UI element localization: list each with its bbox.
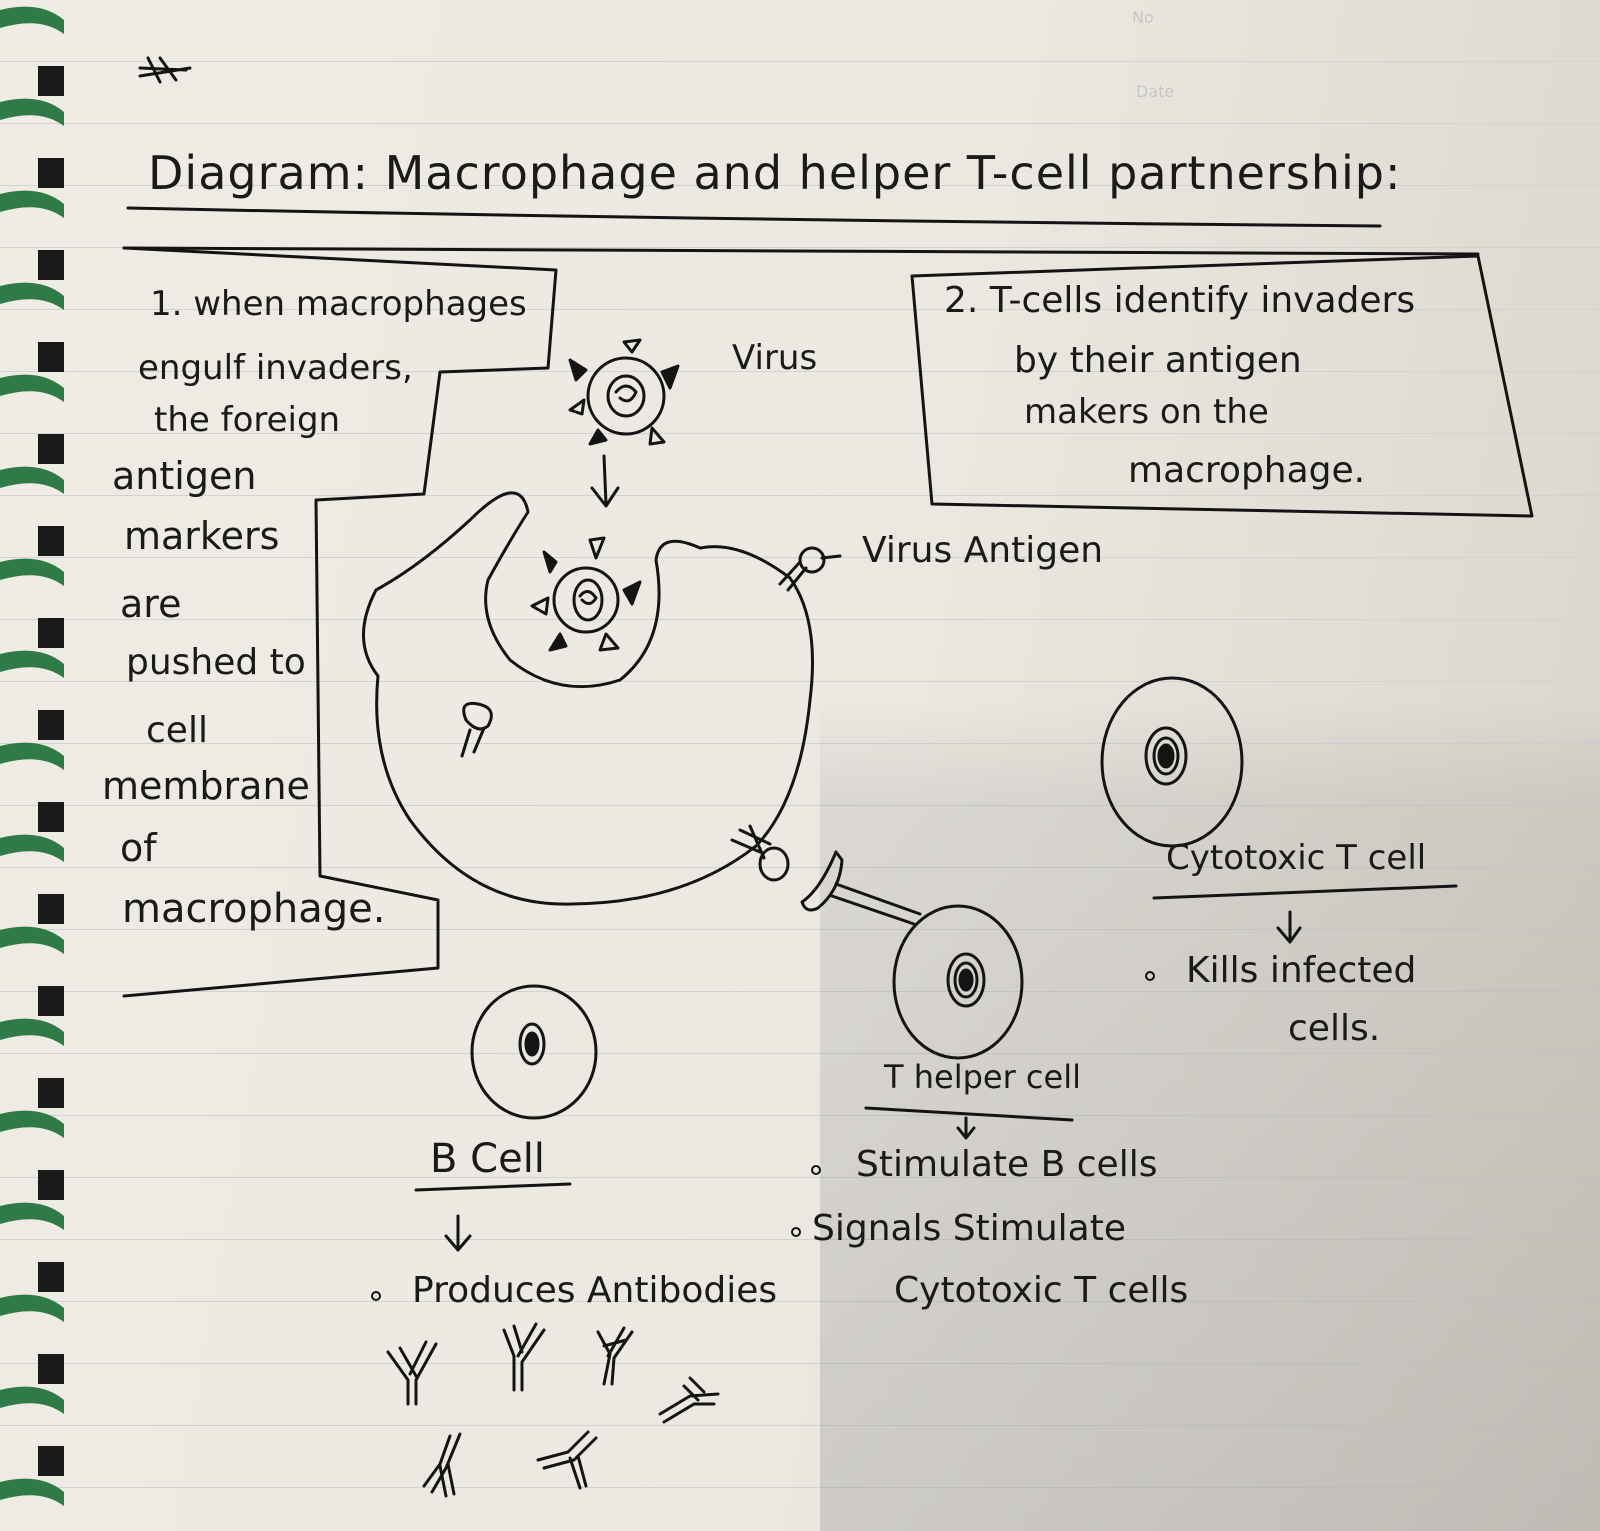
t-helper-bullet-dot-1 [811, 1165, 821, 1175]
no-field-label: No [1132, 8, 1154, 27]
cytotoxic-arrow [1276, 910, 1302, 944]
box1-line: the foreign [154, 400, 341, 440]
spiral-ring [0, 834, 64, 924]
t-helper-bullet-1: Stimulate B cells [856, 1144, 1158, 1185]
doodle-mark [138, 56, 192, 84]
t-helper-arrow [956, 1116, 976, 1140]
b-cell [470, 984, 598, 1120]
top-rule [122, 246, 1480, 256]
box2-line: 2. T-cells identify invaders [944, 280, 1416, 321]
spiral-ring [0, 374, 64, 464]
b-cell-underline [414, 1182, 572, 1192]
t-helper-underline [864, 1106, 1074, 1122]
membrane-antigen [778, 546, 842, 592]
spiral-ring [0, 1478, 64, 1506]
cytotoxic-underline [1152, 884, 1458, 900]
antibody-icon [502, 1322, 546, 1392]
engulfed-virus [530, 536, 642, 652]
antigen-fragment [460, 701, 493, 758]
box1-line: markers [124, 514, 280, 558]
spiral-ring [0, 6, 64, 96]
t-helper-cell [892, 904, 1024, 1060]
antigen-receptor-contact [730, 824, 922, 926]
antibody-icon [658, 1376, 720, 1424]
box1-line: are [120, 582, 182, 626]
antibody-group [386, 1322, 720, 1498]
spiral-ring [0, 558, 64, 648]
spiral-ring [0, 926, 64, 1016]
box1-line: 1. when macrophages [150, 284, 527, 324]
box1-line: cell [146, 710, 208, 751]
box1-line: pushed to [126, 642, 306, 683]
cytotoxic-t-cell-label: Cytotoxic T cell [1166, 838, 1427, 878]
box2-line: makers on the [1024, 392, 1269, 432]
box1-line: engulf invaders, [138, 348, 413, 388]
spiral-binding [0, 6, 64, 1506]
date-field-label: Date [1136, 82, 1175, 101]
spiral-ring [0, 650, 64, 740]
antibody-icon [596, 1326, 634, 1386]
b-cell-bullet-text: Produces Antibodies [412, 1270, 778, 1311]
t-helper-bullet-2: Signals Stimulate [812, 1208, 1126, 1249]
virus-particle [568, 338, 680, 446]
antibody-icon [386, 1340, 438, 1406]
cytotoxic-t-cell [1100, 676, 1244, 848]
antibody-icon [422, 1432, 462, 1498]
spiral-ring [0, 1018, 64, 1108]
t-helper-bullet-2-cont: Cytotoxic T cells [894, 1270, 1189, 1311]
arrow-virus-to-macrophage [590, 454, 620, 508]
box2-line: by their antigen [1014, 340, 1302, 381]
b-cell-bullet-dot [371, 1291, 381, 1301]
cytotoxic-bullet-text-cont: cells. [1288, 1008, 1381, 1049]
spiral-ring [0, 1202, 64, 1292]
box2-outline [910, 254, 1534, 518]
spiral-ring [0, 466, 64, 556]
spiral-ring [0, 98, 64, 188]
diagram-title: Diagram: Macrophage and helper T-cell pa… [148, 146, 1402, 200]
box1-line: of [120, 826, 157, 870]
macrophage-membrane [362, 491, 814, 906]
b-cell-label: B Cell [430, 1136, 545, 1182]
box1-line: macrophage. [122, 886, 386, 932]
box2-line: macrophage. [1128, 450, 1366, 491]
box1-line: membrane [102, 764, 310, 808]
b-cell-arrow [444, 1214, 472, 1252]
t-helper-cell-label: T helper cell [884, 1058, 1081, 1096]
cytotoxic-bullet-dot [1145, 971, 1155, 981]
t-helper-bullet-dot-2 [791, 1227, 801, 1237]
box1-line: antigen [112, 454, 257, 498]
spiral-ring [0, 742, 64, 832]
box1-outline [122, 246, 558, 998]
spiral-ring [0, 1386, 64, 1476]
virus-label: Virus [732, 338, 818, 378]
spiral-ring [0, 190, 64, 280]
spiral-ring [0, 1110, 64, 1200]
title-underline [126, 206, 1382, 228]
virus-antigen-label: Virus Antigen [862, 530, 1104, 571]
cytotoxic-bullet-text: Kills infected [1186, 950, 1417, 991]
antibody-icon [536, 1430, 598, 1490]
spiral-ring [0, 1294, 64, 1384]
spiral-ring [0, 282, 64, 372]
